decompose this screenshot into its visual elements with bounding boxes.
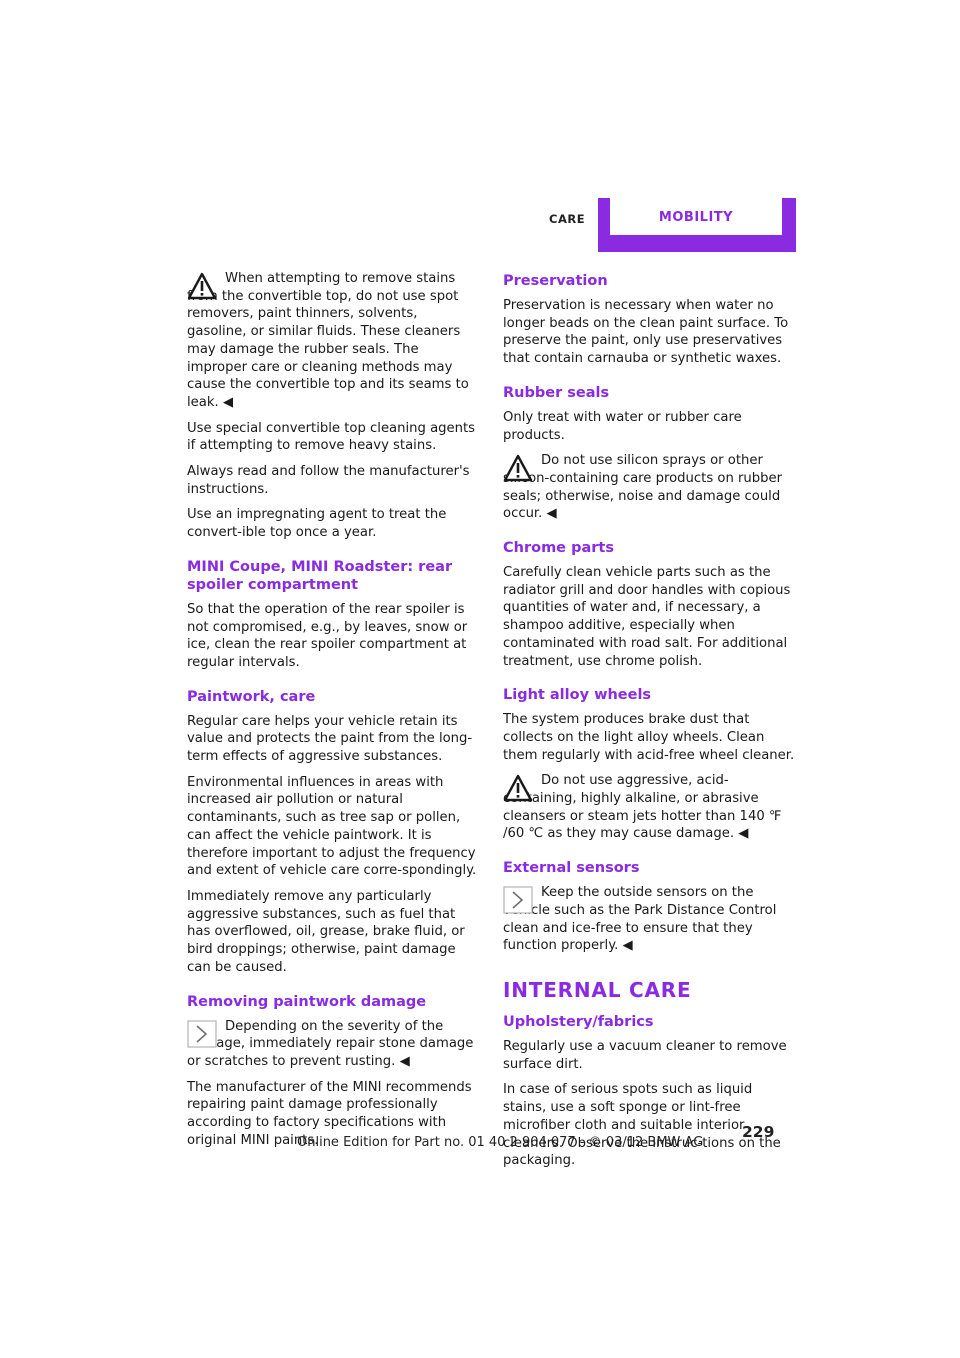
end-mark: ◀ xyxy=(222,394,234,410)
heading-light-alloy-wheels: Light alloy wheels xyxy=(503,687,652,704)
chapter-tab[interactable]: MOBILITY xyxy=(598,198,796,252)
warning-note-rubber-seals: Do not use silicon sprays or other silic… xyxy=(503,452,796,523)
paragraph: The system produces brake dust that coll… xyxy=(503,712,795,763)
paragraph: Immediately remove any particularly aggr… xyxy=(187,888,465,975)
warning-note-convertible-top: When attempting to remove stains from th… xyxy=(187,270,480,412)
paragraph: Use special convertible top cleaning age… xyxy=(187,420,476,454)
warning-text: Do not use aggressive, acid-containing, … xyxy=(503,773,782,842)
info-note-stone-damage: Depending on the severity of the damage,… xyxy=(187,1018,480,1071)
heading-external-sensors: External sensors xyxy=(503,860,640,877)
paragraph: Regularly use a vacuum cleaner to remove… xyxy=(503,1038,787,1072)
paragraph: Carefully clean vehicle parts such as th… xyxy=(503,565,791,669)
paragraph: Environmental influences in areas with i… xyxy=(187,774,477,879)
chapter-tab-inner: MOBILITY xyxy=(610,198,782,235)
heading-upholstery-fabrics: Upholstery/fabrics xyxy=(503,1013,654,1030)
heading-chrome-parts: Chrome parts xyxy=(503,540,614,557)
heading-preservation: Preservation xyxy=(503,273,608,289)
footer-text: Online Edition for Part no. 01 40 2 904 … xyxy=(297,1135,704,1150)
warning-text: When attempting to remove stains from th… xyxy=(187,271,469,410)
info-arrow-icon xyxy=(503,886,533,914)
warning-text: Do not use silicon sprays or other silic… xyxy=(503,453,783,522)
left-column: When attempting to remove stains from th… xyxy=(187,270,480,1157)
paragraph: The manufacturer of the MINI recommends … xyxy=(187,1079,472,1148)
chapter-tab-label: MOBILITY xyxy=(658,210,734,225)
heading-rubber-seals: Rubber seals xyxy=(503,384,610,401)
note-text: Keep the outside sensors on the vehicle … xyxy=(503,885,777,954)
right-column: Preservation Preservation is necessary w… xyxy=(503,270,796,1178)
page-number: 229 xyxy=(742,1123,775,1141)
warning-note-alloy-wheels: Do not use aggressive, acid-containing, … xyxy=(503,772,796,843)
end-mark: ◀ xyxy=(546,506,557,522)
heading-internal-care: INTERNAL CARE xyxy=(503,977,692,1002)
paragraph: Use an impregnating agent to treat the c… xyxy=(187,507,447,541)
paragraph: So that the operation of the rear spoile… xyxy=(187,601,468,670)
info-note-sensors: Keep the outside sensors on the vehicle … xyxy=(503,884,796,955)
end-mark: ◀ xyxy=(622,938,633,954)
warning-triangle-icon xyxy=(503,775,533,802)
paragraph: Regular care helps your vehicle retain i… xyxy=(187,713,473,765)
paragraph: Only treat with water or rubber care pro… xyxy=(503,409,742,443)
paragraph: Always read and follow the manufacturer'… xyxy=(187,464,470,497)
heading-rear-spoiler: MINI Coupe, MINI Roadster: rear spoiler … xyxy=(187,558,453,593)
warning-triangle-icon xyxy=(503,455,533,482)
info-arrow-icon xyxy=(187,1019,217,1048)
note-text: Depending on the severity of the damage,… xyxy=(187,1018,474,1069)
paragraph: Preservation is necessary when water no … xyxy=(503,298,789,367)
paragraph: In case of serious spots such as liquid … xyxy=(503,1082,781,1169)
section-label: CARE xyxy=(549,212,586,226)
end-mark: ◀ xyxy=(738,826,749,842)
heading-removing-paintwork-damage: Removing paintwork damage xyxy=(187,993,427,1010)
end-mark: ◀ xyxy=(399,1053,410,1069)
warning-triangle-icon xyxy=(187,272,217,300)
heading-paintwork-care: Paintwork, care xyxy=(187,688,316,705)
